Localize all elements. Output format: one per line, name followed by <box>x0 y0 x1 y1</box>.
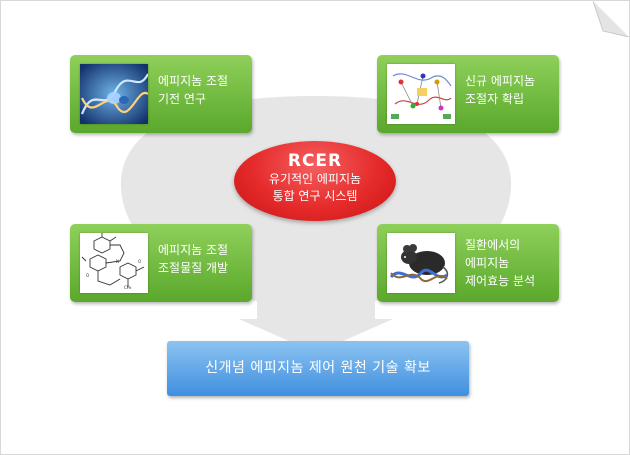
center-subtitle-line1: 유기적인 에피지놈 <box>268 172 362 186</box>
box-label-line: 신규 에피지놈 <box>465 74 536 88</box>
svg-text:O: O <box>86 273 89 278</box>
box-label: 에피지놈 조절 기전 연구 <box>158 72 246 108</box>
box-label-line: 조절물질 개발 <box>158 261 229 275</box>
box-mechanism-research: 에피지놈 조절 기전 연구 <box>70 55 252 133</box>
chemical-structure-image: N O CH₃ O <box>80 233 148 293</box>
result-box: 신개념 에피지놈 제어 원천 기술 확보 <box>167 341 469 396</box>
box-label: 에피지놈 조절 조절물질 개발 <box>158 241 246 277</box>
box-label-line: 에피지놈 <box>465 256 510 270</box>
mouse-image <box>387 233 455 293</box>
box-label-line: 조절자 확립 <box>465 92 525 106</box>
box-label-line: 에피지놈 조절 <box>158 243 229 257</box>
protein-network-image <box>387 64 455 124</box>
box-new-regulator: 신규 에피지놈 조절자 확립 <box>377 55 559 133</box>
box-label-line: 에피지놈 조절 <box>158 74 229 88</box>
center-system-ellipse: RCER 유기적인 에피지놈 통합 연구 시스템 <box>234 141 396 221</box>
dna-helix-image <box>80 64 148 124</box>
box-label: 질환에서의 에피지놈 제어효능 분석 <box>465 236 553 290</box>
svg-text:O: O <box>138 259 141 264</box>
result-label: 신개념 에피지놈 제어 원천 기술 확보 <box>205 360 431 376</box>
svg-text:CH₃: CH₃ <box>124 285 132 290</box>
box-label: 신규 에피지놈 조절자 확립 <box>465 72 553 108</box>
center-title: RCER <box>287 151 343 171</box>
center-subtitle-line2: 통합 연구 시스템 <box>272 189 358 203</box>
box-label-line: 제어효능 분석 <box>465 274 536 288</box>
box-disease-analysis: 질환에서의 에피지놈 제어효능 분석 <box>377 224 559 302</box>
page-curl-icon <box>593 1 629 37</box>
svg-text:N: N <box>116 259 119 264</box>
box-label-line: 기전 연구 <box>158 92 206 106</box>
box-regulator-development: N O CH₃ O 에피지놈 조절 조절물질 개발 <box>70 224 252 302</box>
box-label-line: 질환에서의 <box>465 238 521 252</box>
